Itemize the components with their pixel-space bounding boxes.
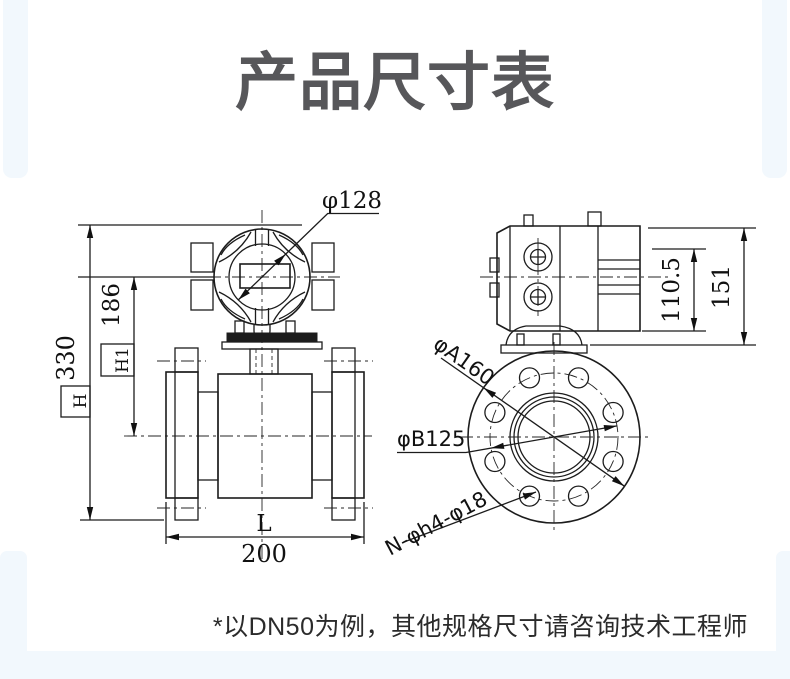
background-accent-top-right <box>762 0 787 178</box>
dim-center-to-top-label: 186 <box>99 283 125 327</box>
footnote: *以DN50为例，其他规格尺寸请咨询技术工程师 <box>212 613 748 641</box>
dim-overall-height-label: 151 <box>709 265 735 309</box>
page-title: 产品尺寸表 <box>235 48 555 118</box>
front-view: φ128 330 186 H1 H L 200 <box>52 188 382 568</box>
dim-housing-height-label: 110.5 <box>659 257 685 323</box>
bracket-bar <box>226 332 318 343</box>
dim-total-height-label: 330 <box>52 335 80 381</box>
label-length: L <box>256 511 271 537</box>
dim-head-diameter-label: φ128 <box>322 188 382 214</box>
display-window <box>239 263 291 289</box>
label-h1: H1 <box>113 347 133 373</box>
label-h: H <box>71 394 91 409</box>
left-flange <box>165 371 199 499</box>
dim-outer-circle-label: φA160 <box>429 331 499 390</box>
dim-bolt-holes-label: N-φh4-φ18 <box>381 487 491 561</box>
background-accent-bottom-right <box>776 551 790 679</box>
side-view: φA160 φB125 N-φh4-φ18 110.5 151 <box>381 211 756 561</box>
right-flange <box>331 371 365 499</box>
background-accent-top-left <box>3 0 28 178</box>
converter-housing <box>496 225 641 332</box>
background-accent-bottom-band <box>0 651 790 679</box>
dim-length-label: 200 <box>241 540 287 568</box>
dim-bolt-circle-label: φB125 <box>397 427 465 451</box>
